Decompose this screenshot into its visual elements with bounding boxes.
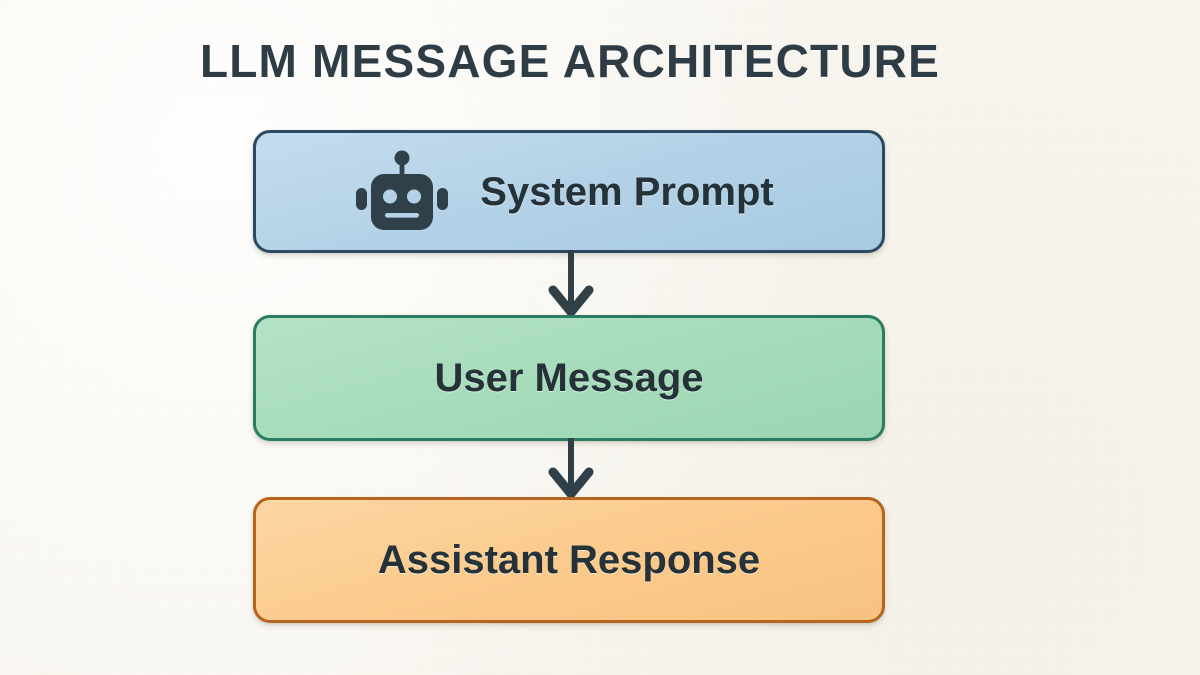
arrow-user-to-assistant bbox=[543, 438, 599, 500]
arrow-system-to-user bbox=[543, 250, 599, 318]
node-assistant-response[interactable]: Assistant Response bbox=[253, 497, 885, 623]
node-user-message[interactable]: User Message bbox=[253, 315, 885, 441]
node-label-assistant-response: Assistant Response bbox=[377, 538, 761, 582]
page-title: LLM MESSAGE ARCHITECTURE bbox=[199, 35, 941, 87]
node-system-prompt[interactable]: System Prompt bbox=[253, 130, 885, 253]
node-label-system-prompt: System Prompt bbox=[480, 169, 774, 214]
node-label-user-message: User Message bbox=[434, 356, 704, 400]
robot-icon bbox=[356, 150, 449, 230]
